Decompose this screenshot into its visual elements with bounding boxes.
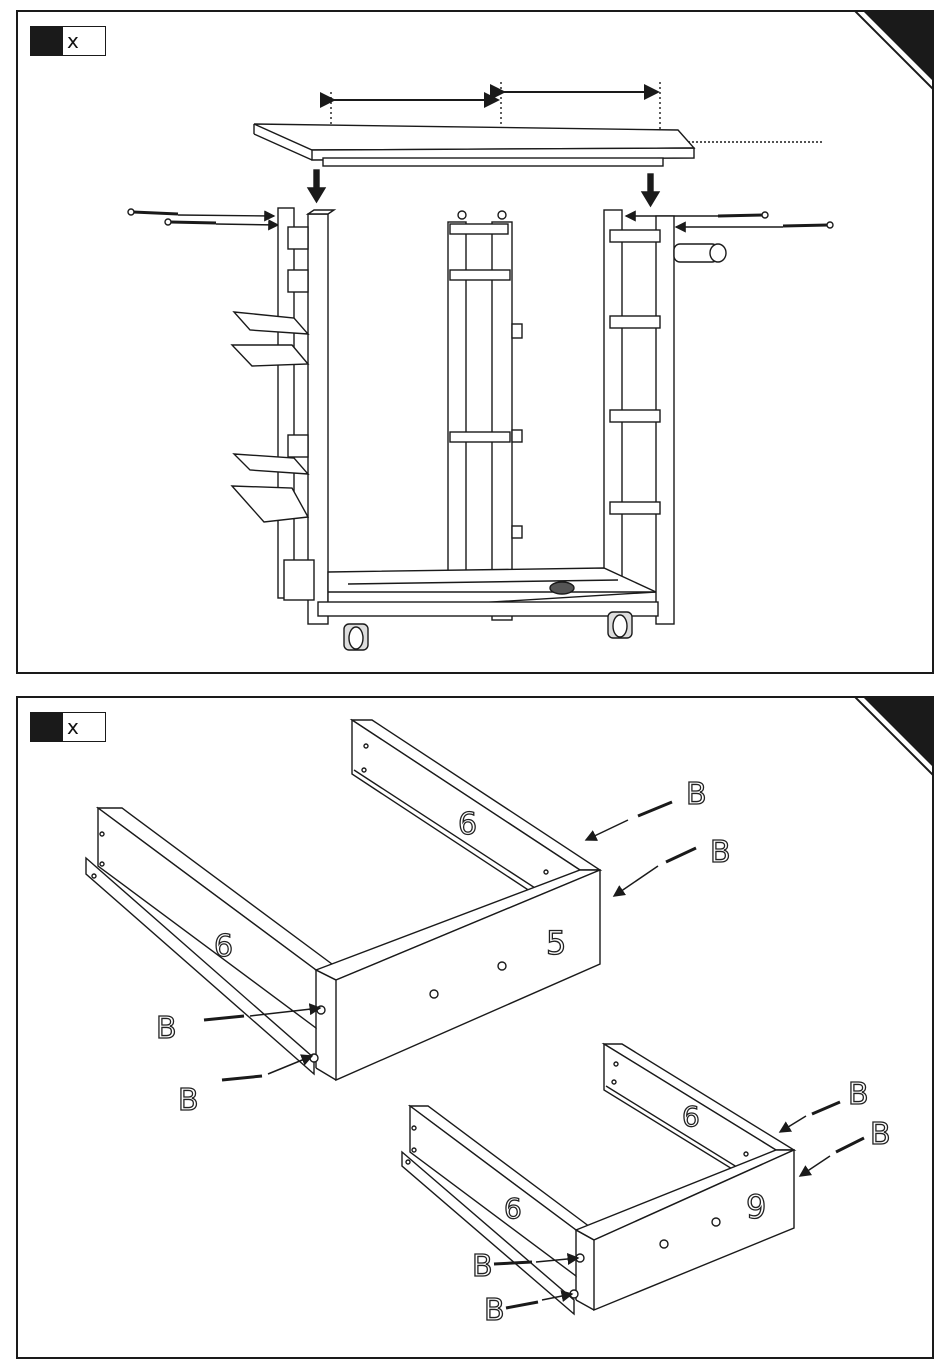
screw-label: B <box>686 777 707 812</box>
screw-label: B <box>178 1083 199 1118</box>
panel-number-6: 6 <box>504 1192 522 1225</box>
screw-group-left <box>128 209 278 225</box>
bottom-frame <box>318 568 658 616</box>
panel-number-6: 6 <box>682 1100 700 1133</box>
screw-label: B <box>484 1293 505 1328</box>
screw-label: B <box>156 1011 177 1046</box>
drawer-small <box>402 1044 794 1314</box>
right-side-frame <box>604 210 726 624</box>
screw-label: B <box>710 835 731 870</box>
panel-number-6: 6 <box>214 929 233 964</box>
panel-number-6: 6 <box>458 807 477 842</box>
center-frame <box>448 211 522 620</box>
left-side-frame <box>232 208 334 624</box>
screw-label: B <box>870 1117 891 1152</box>
cart-assembly-drawing <box>18 12 932 672</box>
placement-arrows <box>308 170 659 206</box>
step-panel-top: x <box>16 10 934 674</box>
drawer-assembly-drawing: B B B B B B B B 6 6 5 6 6 9 <box>18 698 932 1357</box>
step-panel-bottom: x <box>16 696 934 1359</box>
table-top <box>254 124 694 166</box>
panel-number-9: 9 <box>746 1188 766 1226</box>
panel-number-5: 5 <box>546 924 566 962</box>
screw-label: B <box>848 1077 869 1112</box>
screw-label: B <box>472 1249 493 1284</box>
